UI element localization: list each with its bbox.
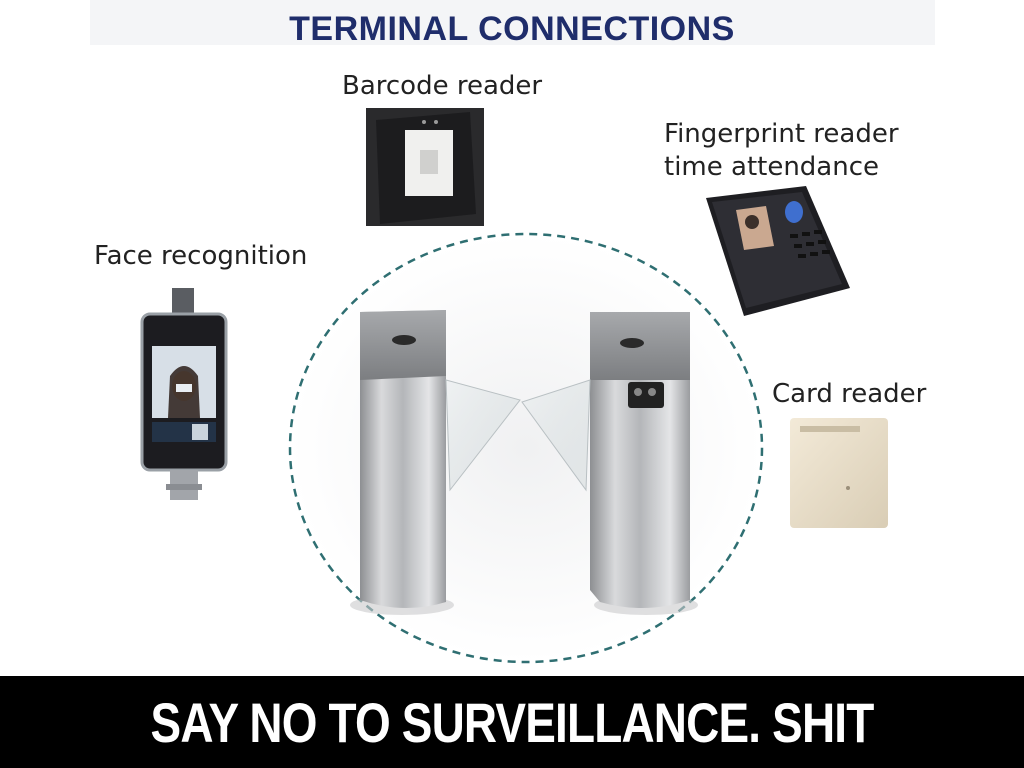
banner-caption: SAY NO TO SURVEILLANCE. SHIT (150, 691, 875, 754)
turnstile-left (350, 310, 521, 615)
barcode-reader-label: Barcode reader (342, 71, 543, 101)
face-recognition-image (140, 288, 228, 500)
barcode-reader-image (366, 108, 484, 226)
fingerprint-label-line1: Fingerprint reader (664, 119, 899, 149)
fingerprint-terminal-image (706, 186, 850, 316)
turnstile-right (521, 312, 698, 615)
page-title: TERMINAL CONNECTIONS (289, 10, 735, 48)
card-reader-label: Card reader (772, 379, 927, 409)
fingerprint-label-line2: time attendance (664, 151, 880, 182)
card-reader-image (790, 418, 888, 528)
fingerprint-reader-label: Fingerprint reader time attendance (664, 118, 899, 183)
bottom-banner: SAY NO TO SURVEILLANCE. SHIT (0, 676, 1024, 768)
face-recognition-label: Face recognition (94, 241, 308, 271)
